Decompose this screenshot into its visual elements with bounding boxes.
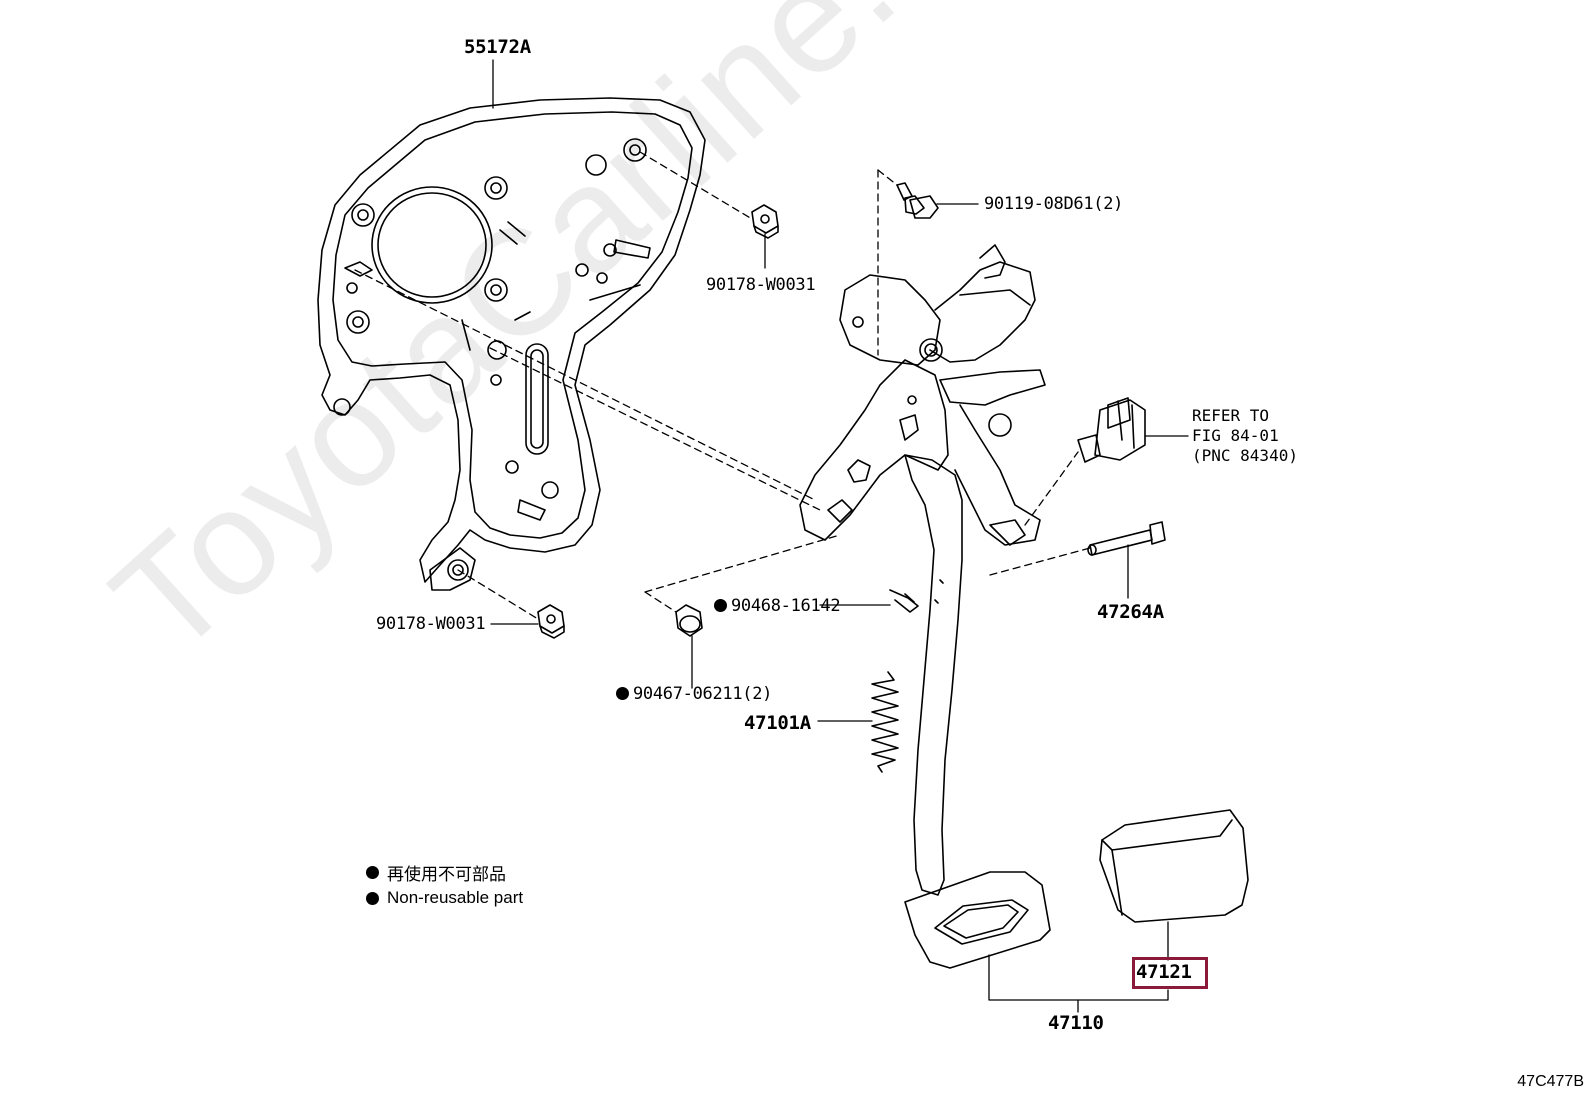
label-47121[interactable]: 47121	[1136, 961, 1192, 983]
legend-text-japanese: 再使用不可部品	[387, 864, 506, 884]
label-47264a[interactable]: 47264A	[1097, 601, 1164, 623]
dashed-guide-lines	[354, 151, 1091, 620]
label-90468-16142[interactable]: 90468-16142	[714, 596, 841, 616]
nut-top-drawing	[751, 204, 779, 239]
refer-line-2: FIG 84-01	[1192, 426, 1279, 445]
refer-line-3: (PNC 84340)	[1192, 446, 1298, 465]
clip-drawing	[675, 604, 703, 637]
pedal-assembly-drawing	[799, 244, 1051, 969]
label-55172a[interactable]: 55172A	[464, 36, 531, 58]
solid-leader-lines	[490, 59, 1189, 1013]
return-spring-drawing	[871, 671, 899, 773]
label-90178-w0031-bottom[interactable]: 90178-W0031	[376, 614, 486, 634]
legend: 再使用不可部品 Non-reusable part	[366, 859, 523, 911]
label-90467-06211[interactable]: 90467-06211(2)	[616, 684, 772, 704]
legend-bullet	[366, 891, 379, 905]
label-47110[interactable]: 47110	[1048, 1012, 1104, 1034]
nut-bottom-drawing	[537, 604, 565, 639]
clevis-pin-drawing	[1087, 521, 1166, 556]
label-90119-08d61[interactable]: 90119-08D61(2)	[984, 194, 1124, 214]
figure-code: 47C477B	[1517, 1073, 1584, 1090]
cotter-pin-drawing	[889, 589, 919, 613]
refer-line-1: REFER TO	[1192, 406, 1270, 425]
refer-note[interactable]: REFER TO FIG 84-01 (PNC 84340)	[1192, 406, 1298, 466]
non-reusable-bullet	[616, 687, 629, 700]
label-90178-w0031-top[interactable]: 90178-W0031	[706, 275, 816, 295]
label-47101a[interactable]: 47101A	[744, 712, 811, 734]
stop-lamp-switch-drawing	[1077, 397, 1146, 463]
non-reusable-bullet	[714, 599, 727, 612]
bolt-drawing	[896, 182, 939, 219]
selected-part-highlight	[1132, 957, 1208, 989]
legend-bullet	[366, 865, 379, 879]
legend-row-english: Non-reusable part	[366, 885, 523, 911]
legend-row-japanese: 再使用不可部品	[366, 859, 523, 885]
pedal-bracket-drawing	[317, 97, 706, 591]
legend-text-english: Non-reusable part	[387, 888, 524, 907]
pedal-pad-drawing	[1099, 809, 1249, 923]
